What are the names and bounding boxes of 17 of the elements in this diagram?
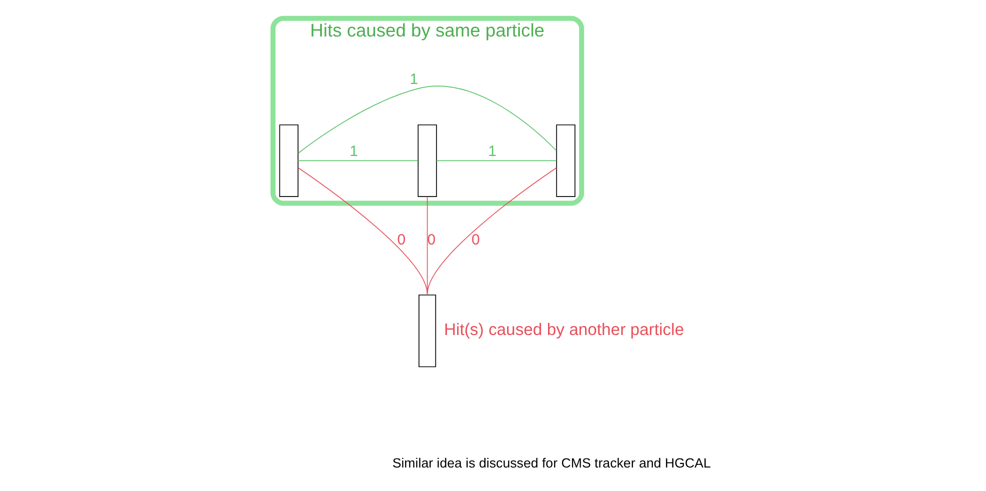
connector [426, 167, 557, 295]
connector [298, 160, 418, 162]
connector [436, 160, 557, 162]
edge-label: 1 [410, 70, 418, 88]
node-bar [556, 124, 576, 197]
node-label: Hit(s) caused by another particle [444, 320, 684, 340]
edge-label: 0 [427, 231, 436, 248]
node-bar [418, 294, 436, 368]
edge-label: 1 [488, 143, 496, 160]
edge-label: 0 [472, 231, 480, 248]
edge-label: 0 [397, 231, 406, 248]
node-bar [279, 124, 298, 197]
node-bar [418, 124, 437, 197]
connector [298, 167, 428, 295]
connector [298, 86, 557, 154]
label: Similar idea is discussed for CMS tracker and HGCAL [392, 456, 711, 470]
edge-label: 1 [350, 143, 358, 160]
